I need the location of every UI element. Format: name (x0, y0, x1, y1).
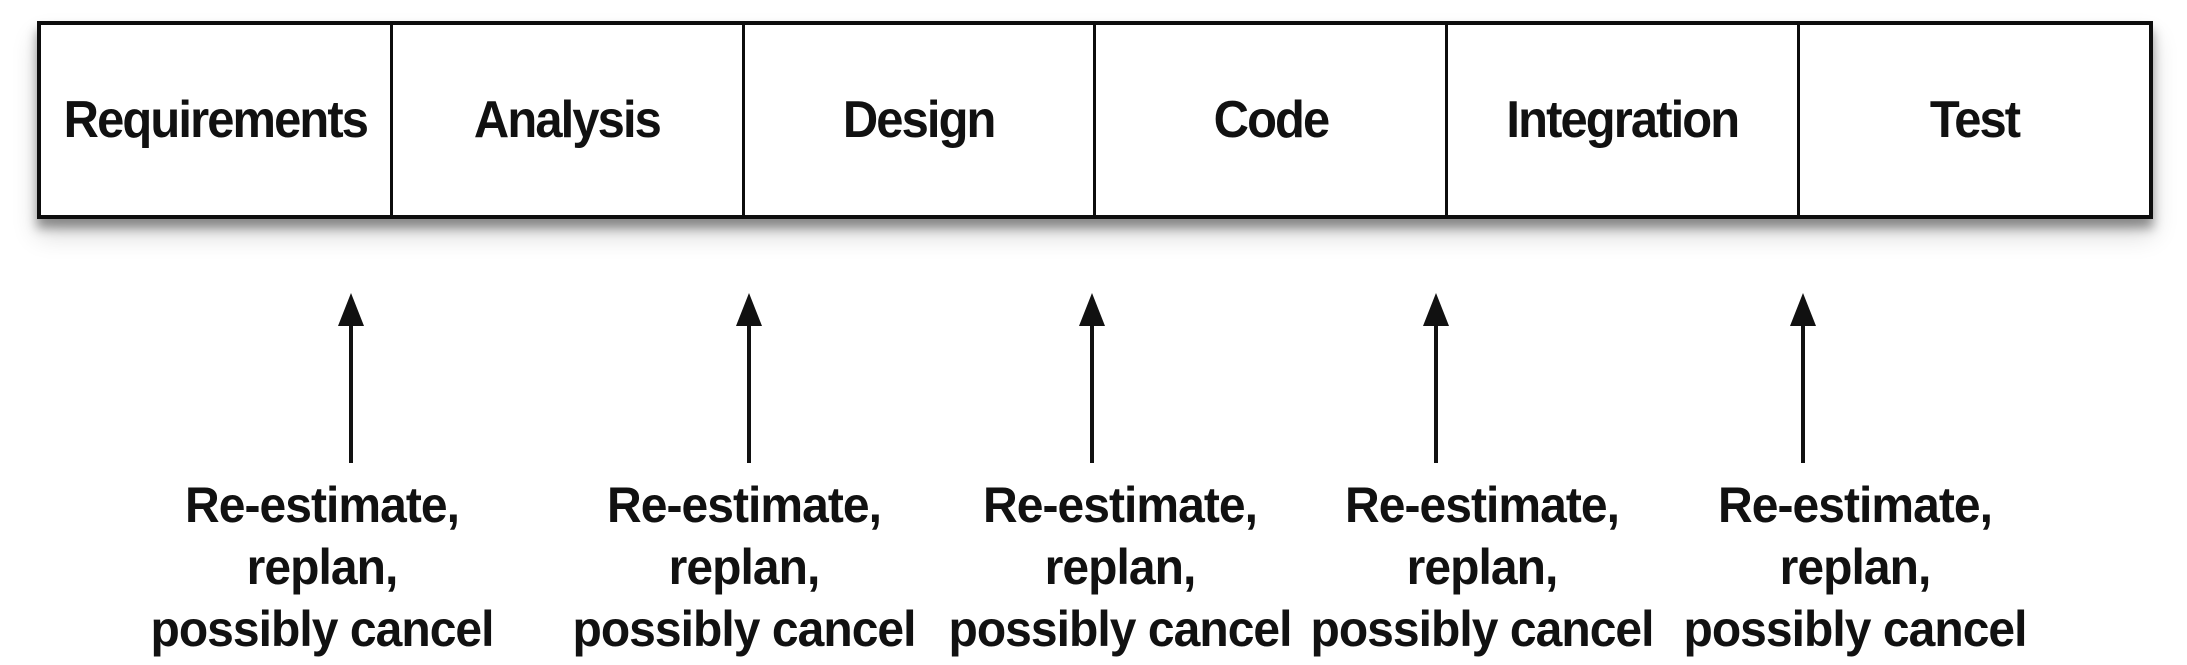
feedback-note-line: possibly cancel (948, 601, 1292, 657)
phase-cell-requirements: Requirements (41, 25, 390, 215)
feedback-note-line: possibly cancel (572, 601, 916, 657)
phase-cell-analysis: Analysis (389, 25, 742, 215)
feedback-note-line: replan, (668, 539, 821, 595)
feedback-note-line: Re-estimate, (607, 477, 882, 533)
feedback-note-line: replan, (1779, 539, 1932, 595)
feedback-note-line: replan, (1406, 539, 1559, 595)
feedback-note-line: Re-estimate, (1718, 477, 1993, 533)
up-arrow-icon (736, 293, 762, 463)
feedback-note: Re-estimate, replan, possibly cancel (941, 474, 1298, 660)
phase-cell-integration: Integration (1445, 25, 1798, 215)
phase-label: Integration (1506, 91, 1741, 149)
up-arrow-icon (1790, 293, 1816, 463)
phase-label: Requirements (63, 91, 369, 149)
feedback-note: Re-estimate, replan, possibly cancel (565, 474, 922, 660)
feedback-note-line: Re-estimate, (983, 477, 1258, 533)
phase-cell-test: Test (1797, 25, 2149, 215)
phase-label: Analysis (474, 91, 662, 149)
feedback-note-line: possibly cancel (1310, 601, 1654, 657)
feedback-note: Re-estimate, replan, possibly cancel (1303, 474, 1660, 660)
feedback-note-line: Re-estimate, (1345, 477, 1620, 533)
feedback-note-line: possibly cancel (1683, 601, 2027, 657)
feedback-note-line: replan, (246, 539, 399, 595)
feedback-note: Re-estimate, replan, possibly cancel (1676, 474, 2033, 660)
up-arrow-icon (1079, 293, 1105, 463)
phase-label: Design (843, 91, 997, 149)
phase-cell-design: Design (741, 25, 1094, 215)
feedback-note-line: possibly cancel (150, 601, 494, 657)
up-arrow-icon (338, 293, 364, 463)
phase-bar: Requirements Analysis Design Code Integratio… (37, 21, 2153, 219)
phase-label: Code (1213, 91, 1331, 149)
phase-label: Test (1929, 91, 2021, 149)
up-arrow-icon (1423, 293, 1449, 463)
feedback-note-line: replan, (1044, 539, 1197, 595)
phase-cell-code: Code (1093, 25, 1446, 215)
feedback-note-line: Re-estimate, (185, 477, 460, 533)
feedback-note: Re-estimate, replan, possibly cancel (143, 474, 500, 660)
